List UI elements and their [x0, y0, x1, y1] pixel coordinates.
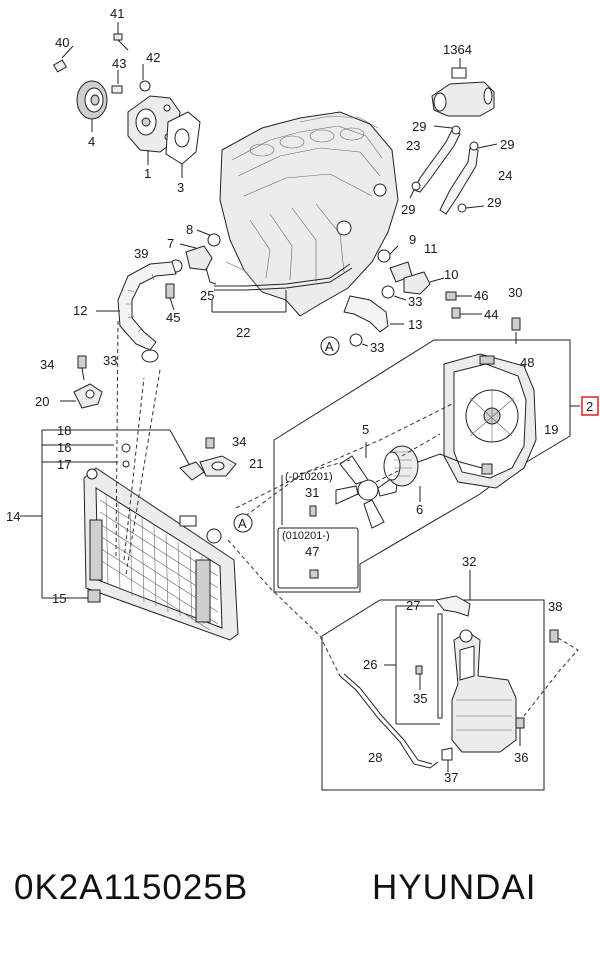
callout-1364: 1364	[443, 42, 472, 57]
callout-a-2: A	[238, 516, 247, 531]
callout-37: 37	[444, 770, 458, 785]
engine-block	[219, 111, 399, 317]
callout-14: 14	[6, 509, 20, 524]
callout-22: 22	[236, 325, 250, 340]
callout-26: 26	[363, 657, 377, 672]
thermostat-hose-group	[409, 58, 498, 215]
radiator-bracket-group	[60, 355, 103, 409]
callout-21: 21	[249, 456, 263, 471]
callout-5: 5	[362, 422, 369, 437]
callout-44: 44	[484, 307, 498, 322]
fan-blade	[335, 455, 399, 529]
callout-36: 36	[514, 750, 528, 765]
callout-42: 42	[146, 50, 160, 65]
callout-16: 16	[57, 440, 71, 455]
callout-25: 25	[200, 288, 214, 303]
callout-48: 48	[520, 355, 534, 370]
brand-name: HYUNDAI	[372, 868, 537, 907]
callout-31: 31	[305, 485, 319, 500]
water-pump-group	[52, 22, 201, 178]
callout-38: 38	[548, 599, 562, 614]
callout-a-1: A	[325, 339, 334, 354]
callout-3: 3	[177, 180, 184, 195]
fittings-group	[169, 229, 521, 347]
callout-7: 7	[167, 236, 174, 251]
callout-labels: 41 40 43 42 4 1 3 1364 29 29 23 24 29 29…	[6, 6, 593, 785]
callout-34-b: 34	[232, 434, 246, 449]
callout-6: 6	[416, 502, 423, 517]
callout-33-a: 33	[408, 294, 422, 309]
callout-8: 8	[186, 222, 193, 237]
callout-28: 28	[368, 750, 382, 765]
callout-46: 46	[474, 288, 488, 303]
callout-17: 17	[57, 457, 71, 472]
callout-24: 24	[498, 168, 512, 183]
callout-29-b: 29	[500, 137, 514, 152]
callout-15: 15	[52, 591, 66, 606]
callout-41: 41	[110, 6, 124, 21]
callout-30: 30	[508, 285, 522, 300]
callout-20: 20	[35, 394, 49, 409]
callout-1: 1	[144, 166, 151, 181]
reservoir-group	[227, 539, 579, 791]
callout-29-a: 29	[412, 119, 426, 134]
callout-27: 27	[406, 598, 420, 613]
fan-shroud-box	[235, 332, 580, 593]
callout-43: 43	[112, 56, 126, 71]
callout-47: 47	[305, 544, 319, 559]
callout-2: 2	[586, 399, 593, 414]
fan-motor	[383, 445, 493, 502]
callout-33-b: 33	[370, 340, 384, 355]
callout-11: 11	[424, 241, 438, 256]
callout-a-circle-1	[320, 336, 340, 356]
callout-a-circle-2	[233, 513, 253, 533]
callout-18: 18	[57, 423, 71, 438]
callout-13: 13	[408, 317, 422, 332]
radiator	[20, 319, 239, 641]
highlight-box-2	[581, 396, 599, 416]
callout-10: 10	[444, 267, 458, 282]
callout-34-a: 34	[40, 357, 54, 372]
callout-39: 39	[134, 246, 148, 261]
lower-hose	[96, 261, 177, 363]
callout-12: 12	[73, 303, 87, 318]
callout-19: 19	[544, 422, 558, 437]
callout-4: 4	[88, 134, 95, 149]
callout-33-c: 33	[103, 353, 117, 368]
callout-45: 45	[166, 310, 180, 325]
callout-40: 40	[55, 35, 69, 50]
callout-9: 9	[409, 232, 416, 247]
callout-23: 23	[406, 138, 420, 153]
callout-35: 35	[413, 691, 427, 706]
callout-29-c: 29	[401, 202, 415, 217]
callout-date-after-010201: (010201-)	[282, 530, 330, 542]
callout-29-d: 29	[487, 195, 501, 210]
part-number: 0K2A115025B	[14, 868, 249, 907]
callout-32: 32	[462, 554, 476, 569]
callout-date-before-010201: (-010201)	[285, 471, 333, 483]
